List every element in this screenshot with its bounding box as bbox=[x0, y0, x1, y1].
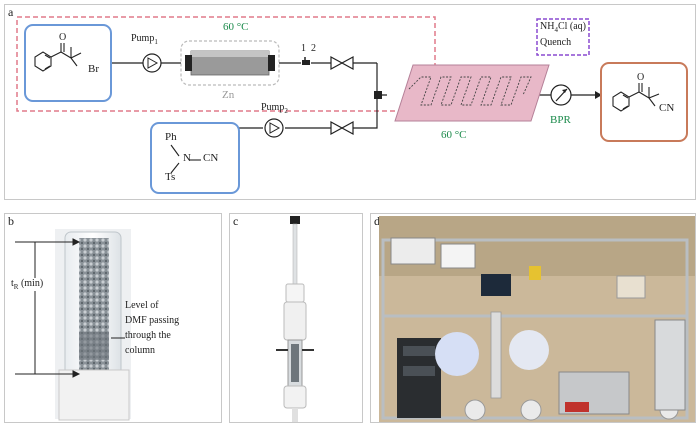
panel-c: c bbox=[229, 213, 363, 423]
bpr-gauge bbox=[550, 84, 572, 106]
svg-text:O: O bbox=[59, 32, 66, 43]
column-photo bbox=[15, 229, 131, 421]
zn-label: Zn bbox=[222, 89, 235, 101]
check-valve-2 bbox=[330, 120, 354, 136]
reagent-2-ph: Ph bbox=[165, 131, 177, 143]
tr-unit: (min) bbox=[18, 278, 44, 289]
assembled-column-photo bbox=[276, 216, 314, 422]
valve-port-2: 2 bbox=[311, 43, 316, 54]
quench-reagent-subscript: 4 bbox=[554, 26, 558, 34]
level-line-4: column bbox=[125, 345, 155, 356]
three-way-valve bbox=[302, 57, 310, 65]
pump-2-subscript: 2 bbox=[284, 107, 288, 115]
level-annotation: Level of DMF passing through the column bbox=[125, 298, 179, 358]
quench-label: Quench bbox=[540, 37, 572, 48]
level-line-3: through the bbox=[125, 330, 171, 341]
tr-bracket bbox=[15, 238, 81, 378]
quench-reagent-rest: Cl (aq) bbox=[557, 21, 586, 32]
setup-photo bbox=[379, 216, 695, 422]
reagent-2-box bbox=[150, 122, 240, 194]
tubing bbox=[111, 62, 602, 129]
pump-2-label: Pump2 bbox=[261, 102, 288, 115]
zn-column bbox=[180, 40, 280, 86]
product-box bbox=[600, 62, 688, 142]
level-line-2: DMF passing bbox=[125, 315, 180, 326]
heated-zone-box bbox=[16, 16, 436, 112]
reagent-1-structure bbox=[34, 43, 82, 72]
pump-2-icon bbox=[264, 118, 284, 138]
quench-reagent-nh: NH bbox=[540, 21, 555, 32]
tr-subscript: R bbox=[13, 283, 19, 291]
reagent-2-ts: Ts bbox=[165, 171, 176, 183]
quench-reagent: NH4Cl (aq) bbox=[540, 21, 586, 34]
pump-1-label: Pump1 bbox=[131, 33, 158, 46]
panel-c-label: c bbox=[233, 214, 239, 228]
panel-b: b tR (min) Le bbox=[4, 213, 222, 423]
panel-a: a bbox=[4, 4, 696, 200]
mixing-tee bbox=[374, 91, 382, 99]
reagent-1-br: Br bbox=[88, 63, 99, 75]
panel-d: d bbox=[370, 213, 696, 423]
quench-box bbox=[536, 18, 590, 56]
reactor-temperature: 60 °C bbox=[441, 129, 467, 141]
pump-1-subscript: 1 bbox=[154, 38, 158, 46]
panel-d-label: d bbox=[374, 214, 380, 228]
pump-1-text: Pump bbox=[131, 33, 155, 44]
panel-a-label: a bbox=[8, 5, 14, 19]
pump-1-icon bbox=[142, 53, 162, 73]
check-valve-1 bbox=[330, 55, 354, 71]
bpr-label: BPR bbox=[550, 114, 571, 126]
product-cn: CN bbox=[659, 102, 675, 114]
flow-scheme: O O bbox=[16, 16, 688, 194]
panel-b-label: b bbox=[8, 214, 14, 228]
coil-reactor bbox=[394, 64, 550, 122]
reagent-2-cn: CN bbox=[203, 152, 219, 164]
valve-port-1: 1 bbox=[301, 43, 306, 54]
reagent-1-box bbox=[24, 24, 112, 102]
pump-2-text: Pump bbox=[261, 102, 285, 113]
product-structure bbox=[612, 83, 660, 112]
heated-zone-temperature: 60 °C bbox=[223, 21, 249, 33]
level-line-1: Level of bbox=[125, 300, 159, 311]
tr-symbol: t bbox=[11, 278, 14, 289]
reagent-2-bonds bbox=[170, 144, 201, 174]
svg-text:O: O bbox=[637, 72, 644, 83]
retention-time-label: tR (min) bbox=[11, 278, 44, 291]
reagent-2-n: N bbox=[183, 152, 191, 164]
